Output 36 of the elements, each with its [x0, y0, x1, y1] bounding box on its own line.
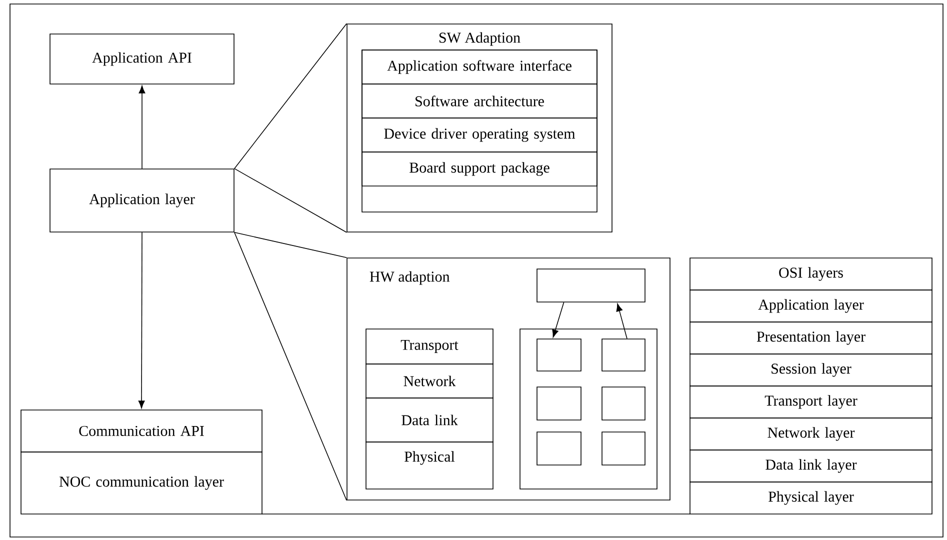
- stack-cell: Application layer: [690, 290, 932, 322]
- arrow: [552, 302, 564, 338]
- stack-cell: Data link layer: [690, 450, 932, 482]
- empty-box: [536, 432, 582, 466]
- empty-box: [602, 432, 646, 466]
- stack-cell: Data link: [366, 398, 494, 442]
- zoom-line: [234, 232, 347, 258]
- stack-cell: Session layer: [690, 354, 932, 386]
- arrow: [616, 304, 628, 339]
- empty-box: [602, 386, 646, 420]
- zoom-line: [234, 168, 347, 233]
- stack-cell: Communication API: [20, 410, 262, 452]
- empty-box: [536, 386, 582, 420]
- arrow: [138, 232, 145, 408]
- stack-cell: Device driver operating system: [362, 118, 598, 152]
- empty-box: [602, 338, 646, 372]
- arrow: [138, 86, 146, 169]
- zoom-line: [234, 232, 347, 501]
- stack-cell: Transport: [366, 328, 494, 364]
- stack-cell: NOC communication layer: [20, 452, 262, 514]
- stack-cell: Network: [366, 364, 494, 398]
- stack-cell: Transport layer: [690, 386, 932, 418]
- stack-cell: Board support package: [362, 152, 598, 186]
- stack-cell: OSI layers: [690, 258, 932, 290]
- empty-box: [536, 338, 582, 372]
- stack-cell: Physical layer: [690, 482, 932, 514]
- zoom-line: [234, 23, 347, 169]
- empty-box: [536, 268, 646, 302]
- stack-cell: Network layer: [690, 418, 932, 450]
- grid-frame: [520, 328, 658, 490]
- box: Application API: [50, 34, 234, 84]
- stack-cell: Physical: [366, 442, 494, 490]
- stack-cell: Presentation layer: [690, 322, 932, 354]
- box: Application layer: [50, 168, 234, 232]
- stack-cell: Application software interface: [362, 50, 598, 84]
- stack-cell: Software architecture: [362, 84, 598, 118]
